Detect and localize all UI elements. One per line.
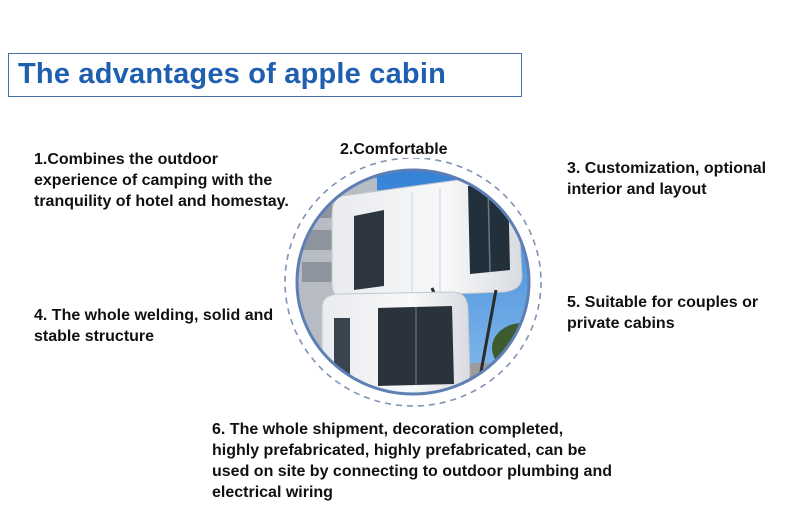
feature-couples-cabins: 5. Suitable for couples or private cabin…	[567, 294, 759, 332]
title-box: The advantages of apple cabin	[8, 53, 522, 97]
dashed-ring	[284, 158, 542, 407]
cabin-photo-circle	[282, 158, 552, 418]
feature-camping-experience: 1.Combines the outdoor experience of cam…	[34, 151, 289, 210]
page-title: The advantages of apple cabin	[18, 58, 447, 90]
inner-ring	[295, 168, 531, 396]
cabin-photo	[297, 170, 529, 394]
feature-customization: 3. Customization, optional interior and …	[567, 160, 767, 198]
cabin-illustration	[284, 158, 542, 407]
feature-welded-structure: 4. The whole welding, solid and stable s…	[34, 307, 274, 345]
feature-prefabricated-shipment: 6. The whole shipment, decoration comple…	[212, 421, 612, 501]
feature-comfortable: 2.Comfortable	[340, 141, 448, 158]
